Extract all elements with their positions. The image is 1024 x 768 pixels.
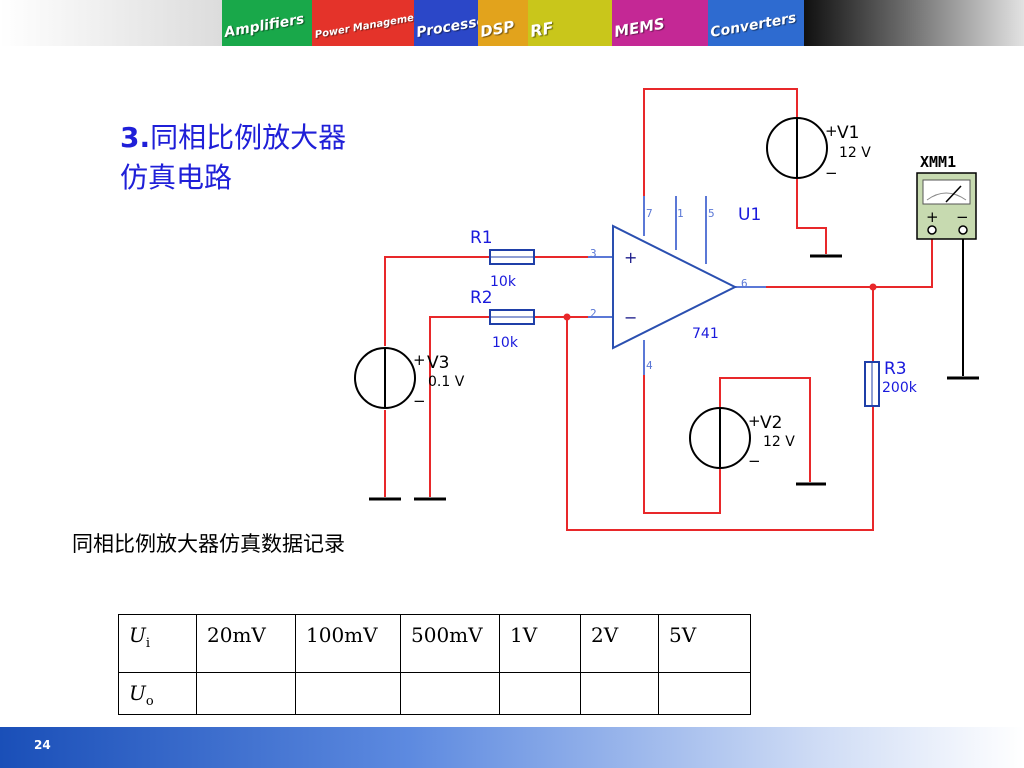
meter-name: XMM1 [920,153,956,171]
meter-terminal-minus [958,225,968,235]
meter-terminal-plus [927,225,937,235]
pin-1: 1 [677,207,684,220]
v2-minus: − [748,452,761,470]
banner-tile-rf: RF [528,0,612,46]
meter-needle [945,185,962,203]
v3-name: V3 [427,353,449,373]
header-cell-ui: Ui [118,614,197,673]
pin-6: 6 [741,277,748,290]
table-cell [400,672,500,715]
wire-output [766,234,933,288]
source-v2: + − V2 12 V [689,407,795,470]
resistor-r3: R3 200k [864,359,918,407]
opamp-triangle [612,224,738,350]
junction-output [869,283,877,291]
header-cell-uo: Uo [118,672,197,715]
footer-bar: 24 [0,727,1024,768]
meter-minus: − [956,208,969,226]
junctions [563,283,877,321]
banner-tile-converters: Converters [708,0,804,46]
slide-title: 3.同相比例放大器 仿真电路 [120,118,346,198]
ground-symbols [369,254,979,501]
meter-dial [922,179,971,205]
v1-value: 12 V [839,145,871,161]
banner-dark-end [804,0,1024,46]
banner-tile-processors: Processors [414,0,478,46]
r2-name: R2 [470,288,493,308]
circuit-schematic: + − U1 741 7 1 5 3 2 6 4 R1 10k R2 10k R… [354,88,979,531]
table-cell [499,672,581,715]
table-cell: 2V [580,614,659,673]
blue-leads [588,196,766,375]
banner-tile-power-management: Power Management [312,0,414,46]
resistor-r1: R1 10k [470,228,535,290]
page-number: 24 [34,738,51,752]
v1-plus: + [825,122,838,140]
pin-3: 3 [590,247,597,260]
opamp-plus-input-sign: + [624,248,637,267]
v3-minus: − [413,392,426,410]
opamp-pin-labels: 7 1 5 3 2 6 4 [590,207,748,372]
table-row-input: Ui 20mV 100mV 500mV 1V 2V 5V [118,614,751,673]
table-cell: 100mV [295,614,401,673]
opamp-minus-input-sign: − [624,308,637,327]
source-v3: + − V3 0.1 V [354,347,465,410]
wire-r2-in [429,316,490,497]
v1-name: V1 [837,123,859,143]
wire-v1-ground [796,178,827,254]
pin-7: 7 [646,207,653,220]
v2-plus: + [748,412,761,430]
banner-tile-mems: MEMS [612,0,708,46]
pin-2: 2 [590,307,597,320]
v1-minus: − [825,164,838,182]
title-line-1: 同相比例放大器 [150,121,347,154]
wire-v2-top [719,377,811,482]
v2-name: V2 [760,413,782,433]
r2-value: 10k [492,335,519,351]
opamp-name: U1 [738,205,761,225]
r1-name: R1 [470,228,493,248]
table-cell [295,672,401,715]
resistor-r2: R2 10k [470,288,535,351]
table-cell [196,672,296,715]
pin-5: 5 [708,207,715,220]
wire-feedback [566,287,874,531]
pin-4: 4 [646,359,653,372]
banner-tile-dsp: DSP [478,0,528,46]
v3-value: 0.1 V [428,374,465,390]
table-row-output: Uo [118,672,751,715]
r3-value: 200k [882,380,918,396]
opamp-model: 741 [692,326,719,342]
junction-minus [563,313,571,321]
table-cell [580,672,659,715]
banner-fade [0,0,222,46]
wire-v1-top [643,88,798,236]
table-caption: 同相比例放大器仿真数据记录 [72,532,345,556]
wire-r1-in [384,256,490,346]
banner-tile-amplifiers: Amplifiers [222,0,312,46]
table-cell: 500mV [400,614,500,673]
title-line-2: 仿真电路 [120,161,233,194]
table-cell: 20mV [196,614,296,673]
v2-value: 12 V [763,434,795,450]
meter-plus: + [926,208,939,226]
table-cell: 5V [658,614,751,673]
table-cell: 1V [499,614,581,673]
table-cell [658,672,751,715]
r3-name: R3 [884,359,907,379]
wires [384,88,933,531]
v3-plus: + [413,351,426,369]
title-number: 3. [120,121,151,154]
r1-value: 10k [490,274,517,290]
data-table: Ui 20mV 100mV 500mV 1V 2V 5V Uo [118,614,751,715]
top-banner: Amplifiers Power Management Processors D… [0,0,1024,46]
wire-v2-bottom [643,340,721,514]
source-v1: + − V1 12 V [766,117,871,182]
multimeter: XMM1 + − [916,153,977,240]
